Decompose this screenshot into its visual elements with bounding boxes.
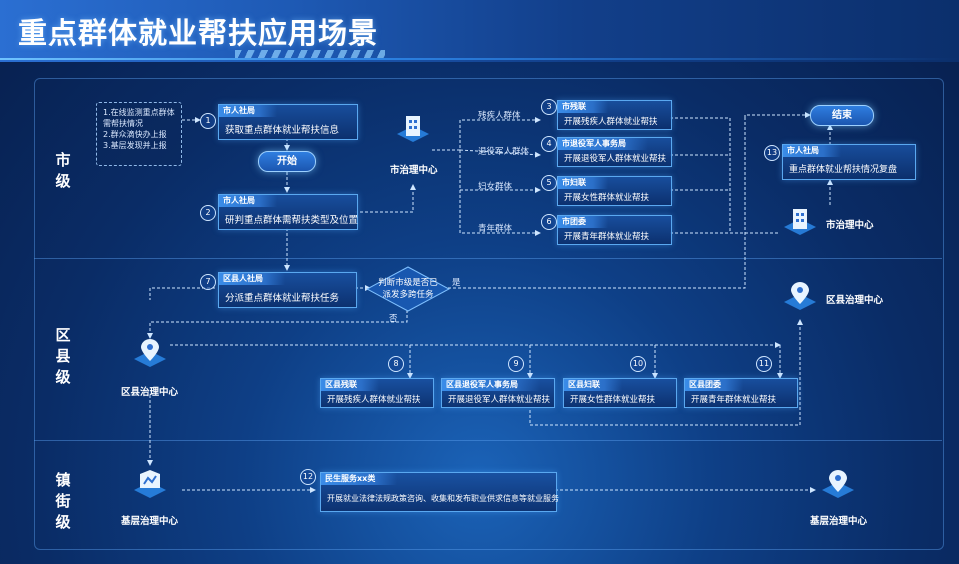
decision-diamond[interactable] bbox=[366, 266, 450, 312]
step-12-dept: 民生服务xx类 bbox=[321, 473, 398, 485]
step-12-box[interactable]: 民生服务xx类 开展就业法律法规政策咨询、收集和发布职业供求信息等就业服务 bbox=[320, 472, 559, 512]
county-center-label-left: 区县治理中心 bbox=[121, 387, 179, 398]
step-4-text: 开展退役军人群体就业帮扶 bbox=[564, 154, 667, 164]
step-number-10: 10 bbox=[630, 356, 646, 372]
group-label-women: 妇女群体 bbox=[478, 182, 513, 192]
level-county: 区 县 级 bbox=[55, 326, 71, 386]
step-number-7: 7 bbox=[200, 274, 216, 290]
step-6-box[interactable]: 市团委 开展青年群体就业帮扶 bbox=[557, 215, 672, 245]
step-number-13: 13 bbox=[764, 145, 780, 161]
town-center-label-right: 基层治理中心 bbox=[810, 516, 868, 527]
step-11-text: 开展青年群体就业帮扶 bbox=[691, 395, 777, 405]
decision-yes-label: 是 bbox=[452, 278, 461, 288]
step-9-text: 开展退役军人群体就业帮扶 bbox=[448, 395, 551, 405]
step-number-1: 1 bbox=[200, 113, 216, 129]
town-center-icon-left bbox=[130, 466, 170, 506]
step-12-text: 开展就业法律法规政策咨询、收集和发布职业供求信息等就业服务 bbox=[327, 494, 559, 503]
group-label-youth: 青年群体 bbox=[478, 224, 513, 234]
step-10-dept: 区县妇联 bbox=[564, 379, 622, 391]
county-center-icon-right bbox=[780, 278, 820, 318]
step-8-dept: 区县残联 bbox=[321, 379, 379, 391]
page-title: 重点群体就业帮扶应用场景 bbox=[18, 16, 379, 50]
city-center-label-left: 市治理中心 bbox=[390, 165, 438, 176]
band-divider-1 bbox=[34, 258, 942, 259]
note-item: 1.在线监测重点群体 需帮扶情况 bbox=[103, 108, 175, 128]
title-underline bbox=[0, 58, 959, 60]
town-center-label-left: 基层治理中心 bbox=[121, 516, 179, 527]
step-number-2: 2 bbox=[200, 205, 216, 221]
step-2-text: 研判重点群体需帮扶类型及位置 bbox=[225, 215, 359, 226]
title-decoration bbox=[235, 50, 385, 58]
diagram-frame bbox=[34, 78, 944, 550]
step-number-12: 12 bbox=[300, 469, 316, 485]
step-1-dept: 市人社局 bbox=[219, 105, 277, 117]
step-number-4: 4 bbox=[541, 136, 557, 152]
step-3-box[interactable]: 市残联 开展残疾人群体就业帮扶 bbox=[557, 100, 672, 130]
step-7-text: 分派重点群体就业帮扶任务 bbox=[225, 293, 340, 304]
band-divider-2 bbox=[34, 440, 942, 441]
town-center-icon-right bbox=[818, 466, 858, 506]
report-sources-note: 1.在线监测重点群体 需帮扶情况 2.群众滴快办上报 3.基层发现并上报 bbox=[96, 102, 182, 166]
level-city: 市 级 bbox=[55, 151, 71, 190]
city-center-icon bbox=[393, 112, 433, 152]
step-5-box[interactable]: 市妇联 开展女性群体就业帮扶 bbox=[557, 176, 672, 206]
step-11-box[interactable]: 区县团委 开展青年群体就业帮扶 bbox=[684, 378, 798, 408]
step-number-8: 8 bbox=[388, 356, 404, 372]
step-6-dept: 市团委 bbox=[558, 216, 608, 228]
step-5-text: 开展女性群体就业帮扶 bbox=[564, 193, 650, 203]
step-8-text: 开展残疾人群体就业帮扶 bbox=[327, 395, 421, 405]
step-10-text: 开展女性群体就业帮扶 bbox=[570, 395, 656, 405]
step-5-dept: 市妇联 bbox=[558, 177, 608, 189]
level-town: 镇 街 级 bbox=[55, 471, 71, 531]
step-number-6: 6 bbox=[541, 214, 557, 230]
step-9-box[interactable]: 区县退役军人事务局 开展退役军人群体就业帮扶 bbox=[441, 378, 555, 408]
step-number-3: 3 bbox=[541, 99, 557, 115]
step-number-9: 9 bbox=[508, 356, 524, 372]
city-center-label-right: 市治理中心 bbox=[826, 220, 874, 231]
step-4-box[interactable]: 市退役军人事务局 开展退役军人群体就业帮扶 bbox=[557, 137, 672, 167]
step-2-box[interactable]: 市人社局 研判重点群体需帮扶类型及位置 bbox=[218, 194, 358, 230]
step-13-box[interactable]: 市人社局 重点群体就业帮扶情况复盘 bbox=[782, 144, 916, 180]
note-item: 2.群众滴快办上报 bbox=[103, 130, 167, 139]
group-label-veterans: 退役军人群体 bbox=[478, 147, 530, 157]
note-item: 3.基层发现并上报 bbox=[103, 141, 167, 150]
step-7-dept: 区县人社局 bbox=[219, 273, 285, 285]
county-center-icon-left bbox=[130, 335, 170, 375]
title-bar bbox=[0, 0, 959, 62]
step-10-box[interactable]: 区县妇联 开展女性群体就业帮扶 bbox=[563, 378, 677, 408]
step-2-dept: 市人社局 bbox=[219, 195, 277, 207]
step-1-text: 获取重点群体就业帮扶信息 bbox=[225, 125, 340, 136]
step-13-text: 重点群体就业帮扶情况复盘 bbox=[789, 165, 898, 175]
step-3-dept: 市残联 bbox=[558, 101, 608, 113]
step-6-text: 开展青年群体就业帮扶 bbox=[564, 232, 650, 242]
step-1-box[interactable]: 市人社局 获取重点群体就业帮扶信息 bbox=[218, 104, 358, 140]
step-number-5: 5 bbox=[541, 175, 557, 191]
step-number-11: 11 bbox=[756, 356, 772, 372]
decision-no-label: 否 bbox=[389, 314, 398, 324]
step-11-dept: 区县团委 bbox=[685, 379, 743, 391]
city-center-icon-right bbox=[780, 205, 820, 245]
step-4-dept: 市退役军人事务局 bbox=[558, 138, 648, 150]
decision-text: 判断市级是否已 派发多跨任务 bbox=[378, 278, 438, 300]
step-13-dept: 市人社局 bbox=[783, 145, 841, 157]
county-center-label-right: 区县治理中心 bbox=[826, 295, 884, 306]
group-label-disabled: 残疾人群体 bbox=[478, 111, 521, 121]
end-node[interactable]: 结束 bbox=[810, 105, 874, 126]
step-3-text: 开展残疾人群体就业帮扶 bbox=[564, 117, 658, 127]
start-node[interactable]: 开始 bbox=[258, 151, 316, 172]
step-9-dept: 区县退役军人事务局 bbox=[442, 379, 540, 391]
step-7-box[interactable]: 区县人社局 分派重点群体就业帮扶任务 bbox=[218, 272, 357, 308]
step-8-box[interactable]: 区县残联 开展残疾人群体就业帮扶 bbox=[320, 378, 434, 408]
